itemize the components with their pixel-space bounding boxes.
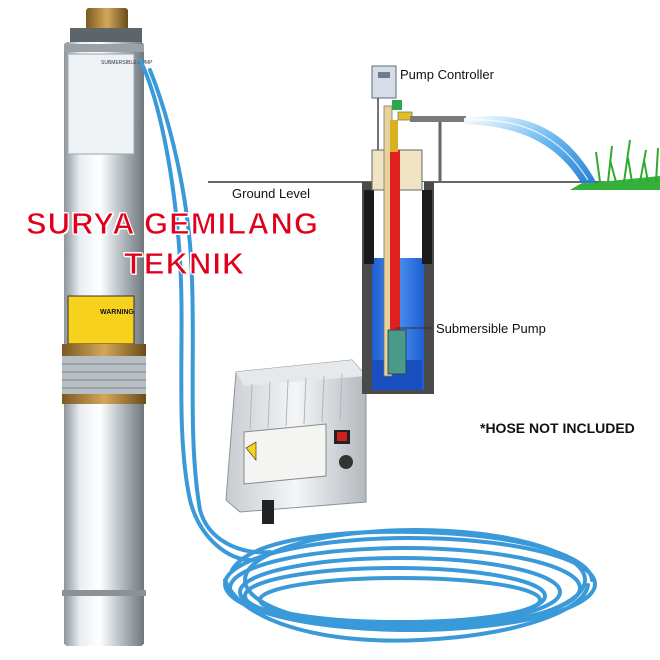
hose-not-included-note: *HOSE NOT INCLUDED: [480, 420, 635, 436]
ground-level-label: Ground Level: [232, 186, 311, 201]
watermark-line-2: TEKNIK: [123, 246, 246, 282]
watermark-line-1: SURYA GEMILANG: [25, 206, 320, 242]
submersible-pump-product: [62, 8, 146, 646]
control-box: [225, 359, 367, 524]
well-diagram: [208, 65, 660, 394]
warning-label: WARNING: [100, 309, 134, 316]
submersible-pump-label: Submersible Pump: [436, 321, 546, 336]
brand-plate-text: SUBMERSIBLE PUMP: [101, 60, 153, 66]
blue-cable: [138, 58, 597, 643]
pump-controller-label: Pump Controller: [400, 67, 494, 82]
